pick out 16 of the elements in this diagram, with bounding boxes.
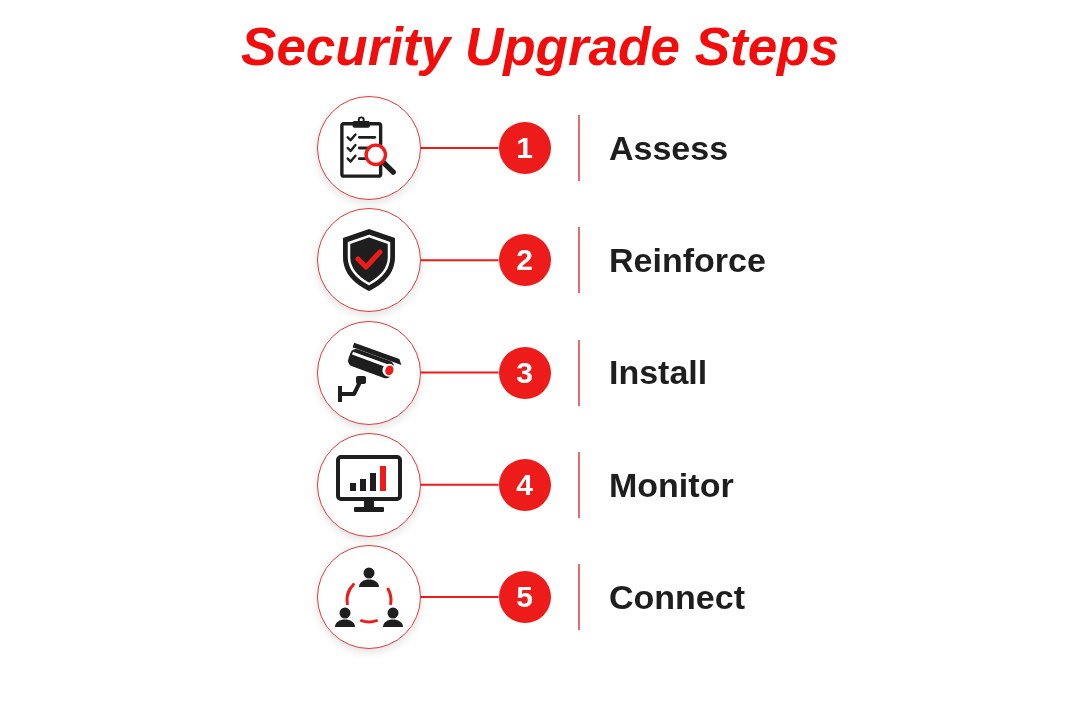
- connector-line: [419, 259, 500, 262]
- step-label: Connect: [609, 576, 745, 618]
- step-label: Assess: [609, 127, 729, 169]
- connector-line: [419, 483, 500, 486]
- connector-line: [419, 596, 500, 598]
- step-number-badge: 4: [498, 458, 551, 511]
- step-number-badge: 3: [498, 346, 551, 399]
- step-number-badge: 2: [498, 234, 551, 287]
- connector-line: [419, 371, 500, 374]
- connector-line: [419, 147, 500, 149]
- title: Security Upgrade Steps: [241, 16, 839, 78]
- step-label: Monitor: [609, 464, 734, 506]
- step-label: Install: [609, 352, 708, 394]
- step-number-badge: 5: [498, 571, 551, 623]
- step-number-badge: 1: [498, 122, 551, 174]
- step-label: Reinforce: [609, 240, 766, 281]
